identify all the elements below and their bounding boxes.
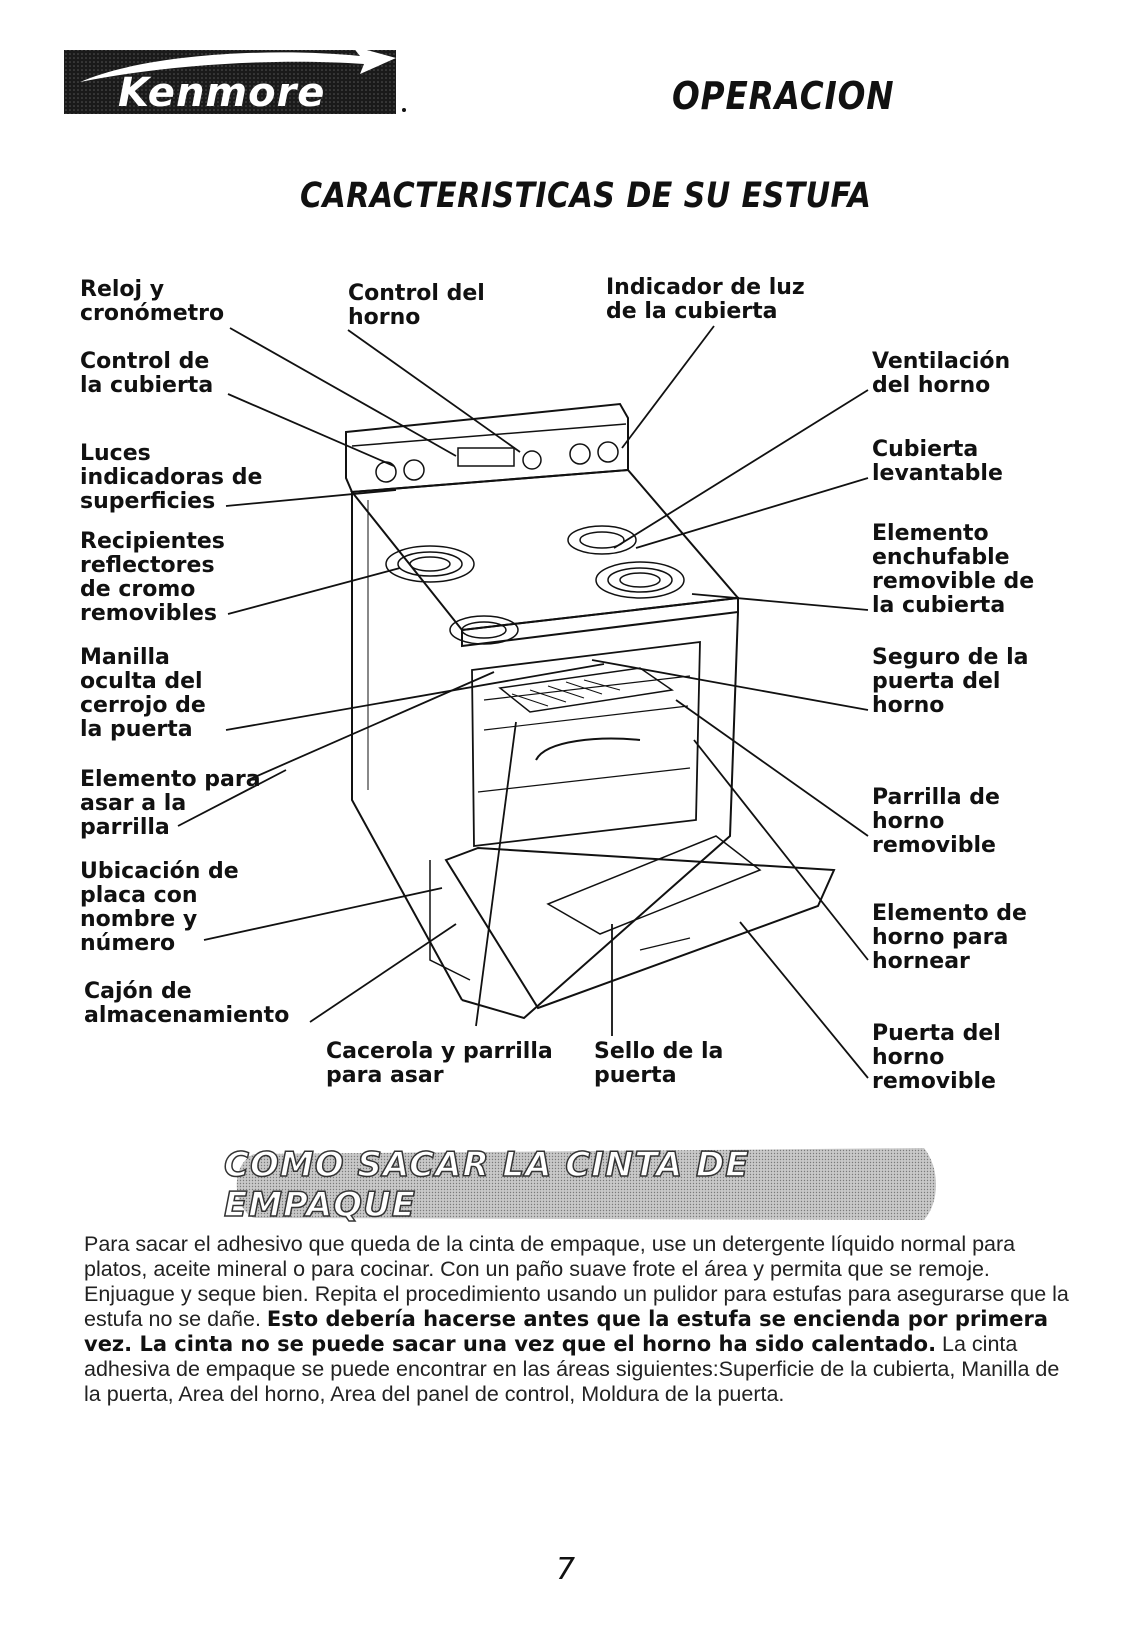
body-warning: Esto debería hacerse antes que la estufa… bbox=[84, 1307, 1049, 1356]
banner-shape bbox=[236, 1148, 937, 1220]
broiler-pan bbox=[498, 667, 674, 713]
kenmore-logo-graphic: Kenmore bbox=[64, 46, 406, 116]
range-front-right bbox=[461, 611, 739, 1020]
leader-lines bbox=[177, 325, 869, 1079]
page-number: 7 bbox=[556, 1552, 576, 1587]
page-heading: CARACTERISTICAS DE SU ESTUFA bbox=[300, 176, 872, 216]
burners bbox=[385, 525, 685, 645]
body-intro: Para sacar el adhesivo que queda de la c… bbox=[84, 1232, 1069, 1331]
cooktop bbox=[350, 468, 740, 632]
kenmore-logo: Kenmore bbox=[60, 44, 408, 120]
door-window bbox=[546, 835, 762, 935]
oven-rack-line bbox=[477, 767, 691, 793]
range-left-side bbox=[351, 492, 463, 1001]
control-knobs bbox=[375, 441, 619, 483]
banner-title: COMO SACAR LA CINTA DE EMPAQUE bbox=[223, 1144, 750, 1226]
section-banner: COMO SACAR LA CINTA DE EMPAQUE bbox=[223, 1144, 944, 1226]
section-title: OPERACION bbox=[672, 74, 895, 118]
cooktop-front bbox=[461, 596, 739, 648]
oven-cavity bbox=[471, 640, 701, 848]
open-door bbox=[444, 846, 836, 1010]
body-outro: La cinta adhesiva de empaque se puede en… bbox=[84, 1332, 1060, 1406]
control-panel bbox=[345, 402, 629, 494]
body-paragraph: Para sacar el adhesivo que queda de la c… bbox=[84, 1232, 1074, 1407]
svg-text:Kenmore: Kenmore bbox=[118, 70, 325, 116]
